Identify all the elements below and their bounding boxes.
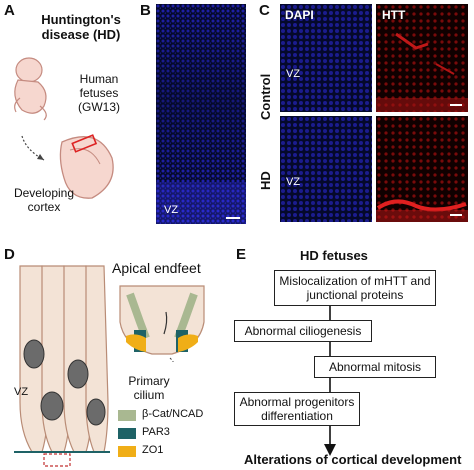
scale-bar-hd <box>450 214 462 216</box>
step-mitosis: Abnormal mitosis <box>314 356 436 378</box>
vz-label-control: VZ <box>286 68 301 80</box>
control-htt-image: HTT <box>376 4 468 112</box>
vz-label-hd: VZ <box>286 176 301 188</box>
hd-dapi-image: VZ <box>280 116 372 222</box>
row-label-hd: HD <box>258 171 273 190</box>
legend-swatch-zo1 <box>118 446 136 457</box>
panel-a-label: A <box>4 2 15 19</box>
cortex-icon <box>59 134 114 199</box>
step-differentiation: Abnormal progenitors differentiation <box>234 392 360 426</box>
legend-text-zo1: ZO1 <box>142 444 164 456</box>
scale-bar-b <box>226 217 240 219</box>
step-ciliogenesis: Abnormal ciliogenesis <box>234 320 372 342</box>
step-mislocalization: Mislocalization of mHTT and junctional p… <box>274 270 436 306</box>
row-label-control: Control <box>258 73 273 120</box>
progenitor-cells-illustration <box>14 265 110 467</box>
panel-b-micrograph: VZ <box>156 4 246 224</box>
dapi-label: DAPI <box>285 8 314 22</box>
panel-c-label: C <box>259 2 270 19</box>
panel-b-label: B <box>140 2 151 19</box>
hd-htt-image <box>376 116 468 222</box>
hd-fetuses-label: HD fetuses <box>300 248 368 263</box>
fetus-label: Human fetuses (GW13) <box>78 72 120 114</box>
vz-label-d: VZ <box>14 386 29 398</box>
panel-d-label: D <box>4 246 15 263</box>
alterations-label: Alterations of cortical development <box>244 452 462 467</box>
legend-swatch-par3 <box>118 428 136 439</box>
legend-text-bcat: β-Cat/NCAD <box>142 408 204 420</box>
htt-label: HTT <box>382 8 406 22</box>
fetus-icon <box>14 57 47 121</box>
nuclei-texture <box>156 4 246 224</box>
scale-bar-control <box>450 104 462 106</box>
cortex-label: Developing cortex <box>13 186 75 214</box>
legend-swatch-bcat <box>118 410 136 421</box>
control-dapi-image: DAPI VZ <box>280 4 372 112</box>
endfeet-detail <box>119 285 205 362</box>
hd-title: Huntington's disease (HD) <box>41 12 121 42</box>
legend-text-par3: PAR3 <box>142 426 170 438</box>
panel-e-label: E <box>236 246 247 263</box>
panel-a-illustration <box>14 57 114 199</box>
primary-cilium-label: Primary cilium <box>128 374 170 402</box>
apical-endfeet-label: Apical endfeet <box>112 260 201 276</box>
vz-label-b: VZ <box>164 204 179 216</box>
